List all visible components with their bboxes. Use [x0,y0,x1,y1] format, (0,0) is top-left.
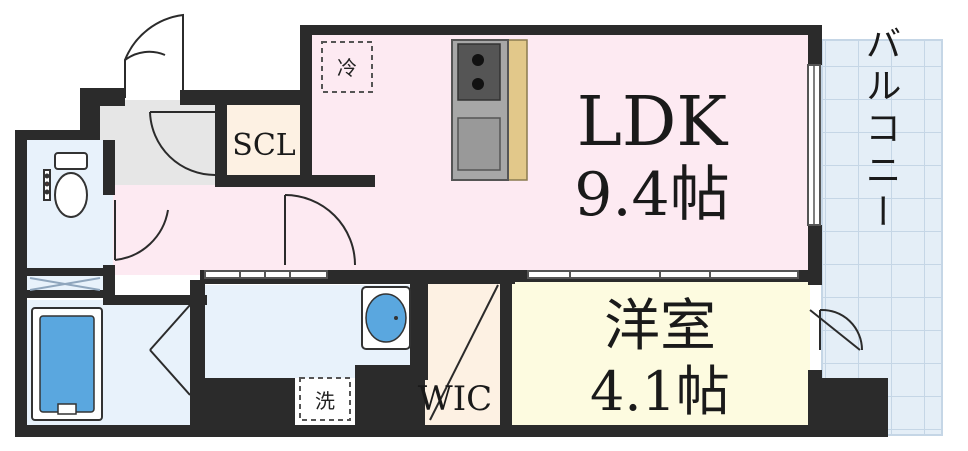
entrance-area [95,100,225,185]
western-room-name: 洋室 [604,294,716,359]
wash-basin-icon [361,286,411,350]
wic-name: WIC [418,379,492,419]
hallway-area [112,185,312,275]
western-room-area [510,282,810,427]
fridge-label: 冷 [337,56,357,80]
ldk-size: 9.4帖 [574,160,729,230]
washer-space [299,377,351,421]
vent-icon [29,277,101,291]
washer-label: 洗 [315,389,335,413]
door-swings [114,13,864,421]
toilet-icon [43,152,88,218]
bathtub-icon [31,307,103,421]
kitchen-counter [451,39,528,181]
closet-name: SCL [232,128,296,163]
balcony-area [821,39,943,436]
ldk-name: LDK [577,83,729,162]
walls [15,25,888,437]
sliding-doors [204,270,799,279]
closet-area [225,105,305,180]
western-room-size: 4.1帖 [590,360,730,423]
balcony-name: バルコニー [860,25,901,235]
ldk-area [310,32,810,272]
fridge-space [321,41,373,93]
